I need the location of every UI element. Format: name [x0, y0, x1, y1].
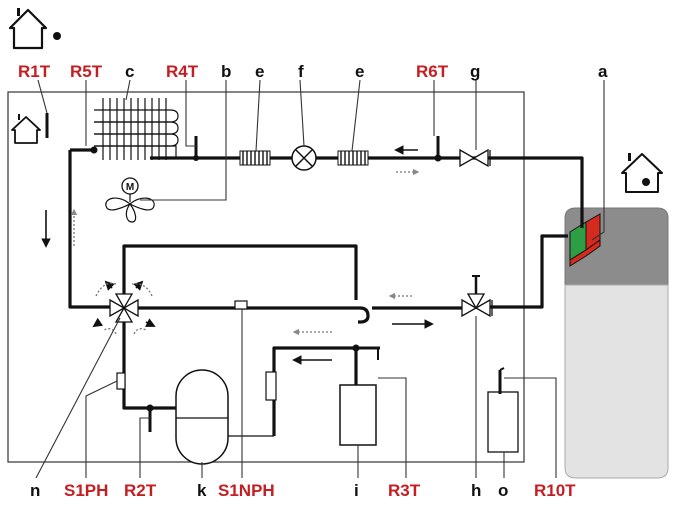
discharge-muffler: [265, 371, 277, 401]
filter-e-right: [337, 150, 369, 166]
air-heat-exchanger-c: [94, 98, 179, 160]
flow-arrows: [41, 145, 434, 365]
r4t-sensor-icon: [193, 136, 199, 161]
svg-text:M: M: [126, 182, 134, 193]
left-vertical-line: [68, 150, 110, 309]
compressor-i: [339, 384, 377, 446]
label-s1ph: S1PH: [64, 481, 108, 500]
gas-line-main: [136, 306, 462, 324]
filter-e-left: [239, 150, 271, 166]
suction-line: [122, 322, 176, 410]
leader-lines: [35, 79, 605, 479]
plate-heat-exchanger-a: [569, 213, 601, 267]
label-o: o: [498, 481, 508, 500]
four-way-valve-n: [92, 280, 156, 335]
ambient-house-icon: [11, 114, 41, 144]
label-r5t: R5T: [70, 62, 103, 81]
label-c: c: [125, 62, 134, 81]
label-r6t: R6T: [416, 62, 449, 81]
label-h: h: [471, 481, 481, 500]
pressure-sensor-s1nph: [234, 300, 248, 310]
stop-valve-g: [459, 148, 491, 168]
label-k: k: [197, 481, 207, 500]
label-s1nph: S1NPH: [218, 481, 275, 500]
indoor-tank: [564, 207, 669, 479]
label-a: a: [598, 62, 608, 81]
tank-sensor-o: [487, 367, 519, 453]
label-r4t: R4T: [166, 62, 199, 81]
label-r10t: R10T: [534, 481, 576, 500]
label-n: n: [30, 481, 40, 500]
label-i: i: [354, 481, 359, 500]
label-e-right: e: [355, 62, 364, 81]
discharge-loop: [122, 244, 358, 300]
r3t-sensor-icon: [356, 346, 380, 360]
label-b: b: [221, 62, 231, 81]
label-g: g: [470, 62, 480, 81]
label-r2t: R2T: [124, 481, 157, 500]
pressure-switch-s1ph: [116, 372, 126, 390]
liquid-line-top: [150, 156, 584, 228]
outdoor-house-icon: [8, 8, 61, 50]
expansion-valve-f: [291, 145, 317, 171]
outdoor-unit-frame: [7, 91, 525, 463]
accumulator-k: [175, 369, 274, 465]
label-e-left: e: [255, 62, 264, 81]
stop-valve-h: [461, 275, 493, 318]
label-f: f: [298, 62, 304, 81]
indoor-house-icon: [621, 153, 663, 193]
label-r3t: R3T: [388, 481, 421, 500]
gas-line-right: [482, 234, 568, 309]
label-r1t: R1T: [18, 62, 51, 81]
fan-motor-b: M: [105, 177, 155, 223]
